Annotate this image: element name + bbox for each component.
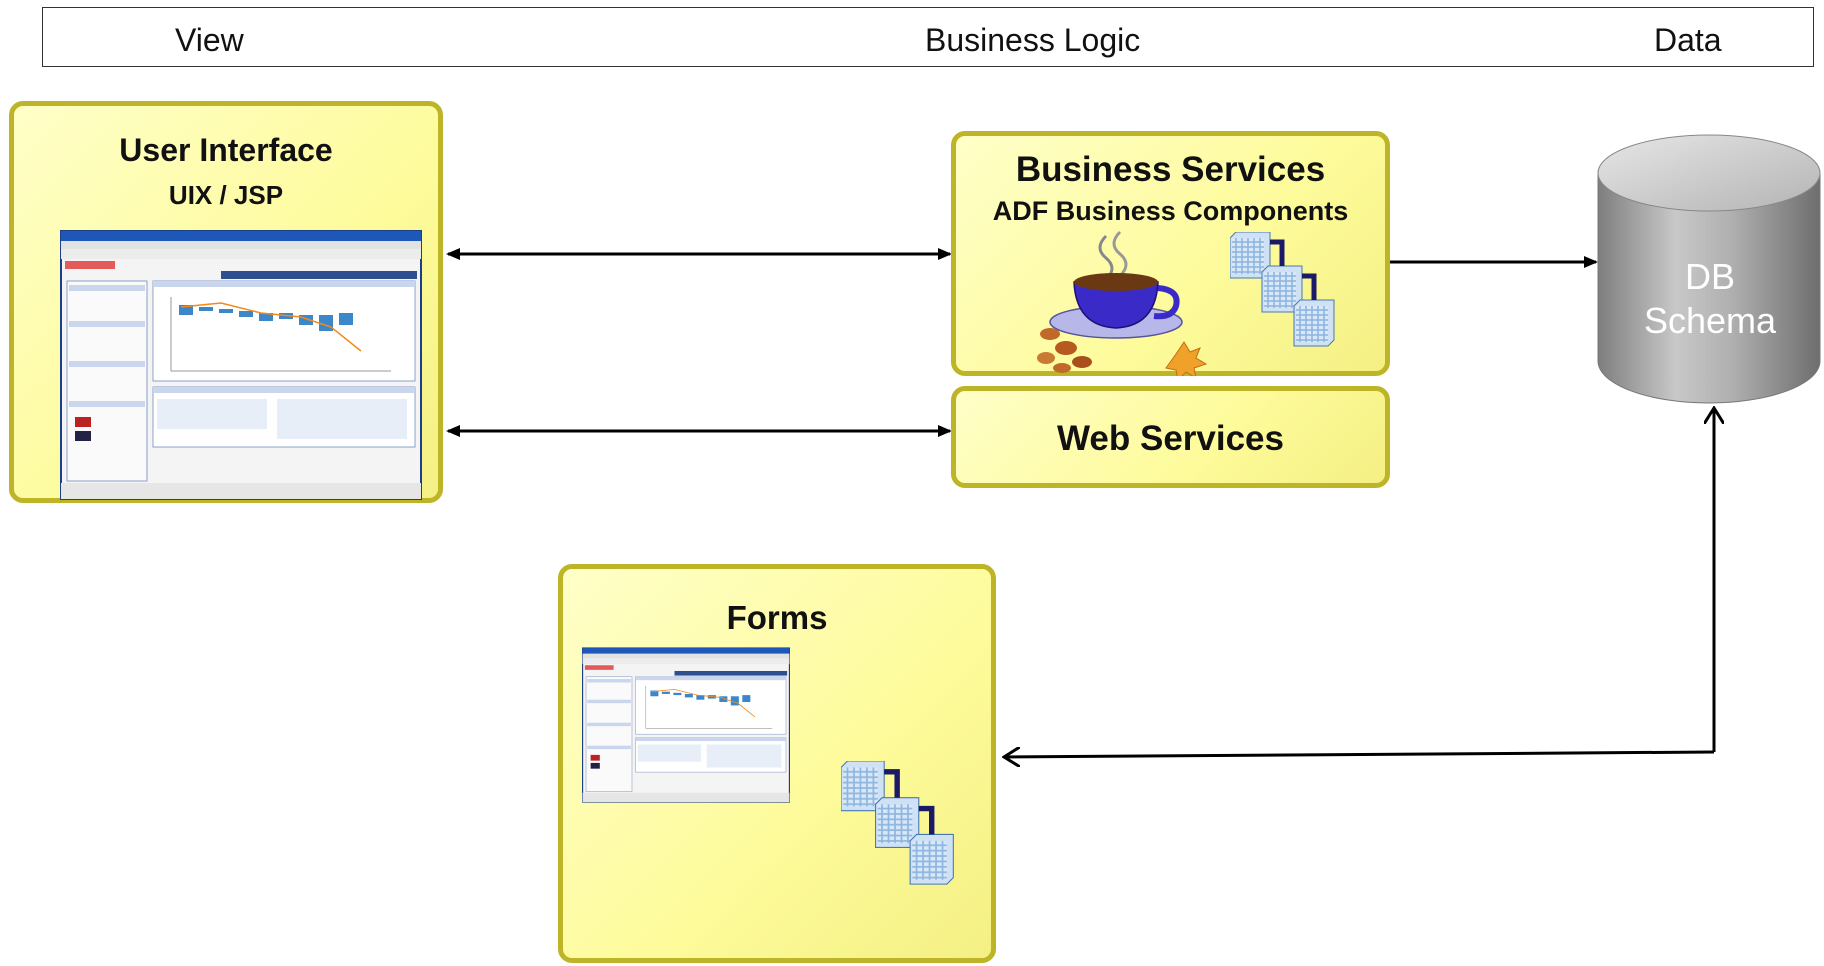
db-label-line1: DB: [1684, 256, 1735, 297]
db-schema-cylinder: DB Schema: [1594, 131, 1824, 409]
business-services-title: Business Services: [1015, 150, 1326, 189]
database-cylinder-icon: [1597, 134, 1821, 404]
business-services-box: Business Services ADF Business Component…: [951, 131, 1390, 376]
coffee-cup-icon: [1037, 230, 1208, 376]
layer-header-bar: View Business Logic Data: [42, 7, 1814, 67]
user-interface-subtitle: UIX / JSP: [168, 180, 284, 210]
user-interface-box: User Interface UIX / JSP: [9, 101, 443, 503]
business-services-subtitle: ADF Business Components: [992, 196, 1349, 226]
forms-box: Forms: [558, 564, 996, 963]
table-grid-icon: [841, 761, 971, 901]
web-services-box: Web Services: [951, 386, 1390, 488]
forms-db-arrow: [1004, 752, 1715, 757]
business-logic-layer-label: Business Logic: [925, 22, 1141, 58]
table-grid-icon: [1230, 232, 1350, 362]
db-label-line2: Schema: [1643, 300, 1777, 341]
user-interface-title: User Interface: [119, 132, 333, 168]
web-services-title: Web Services: [1057, 419, 1284, 458]
data-layer-label: Data: [1654, 22, 1722, 58]
view-layer-label: View: [175, 22, 244, 58]
app-screenshot-icon: [582, 647, 790, 803]
forms-title: Forms: [726, 599, 828, 636]
app-screenshot-icon: [60, 230, 422, 500]
